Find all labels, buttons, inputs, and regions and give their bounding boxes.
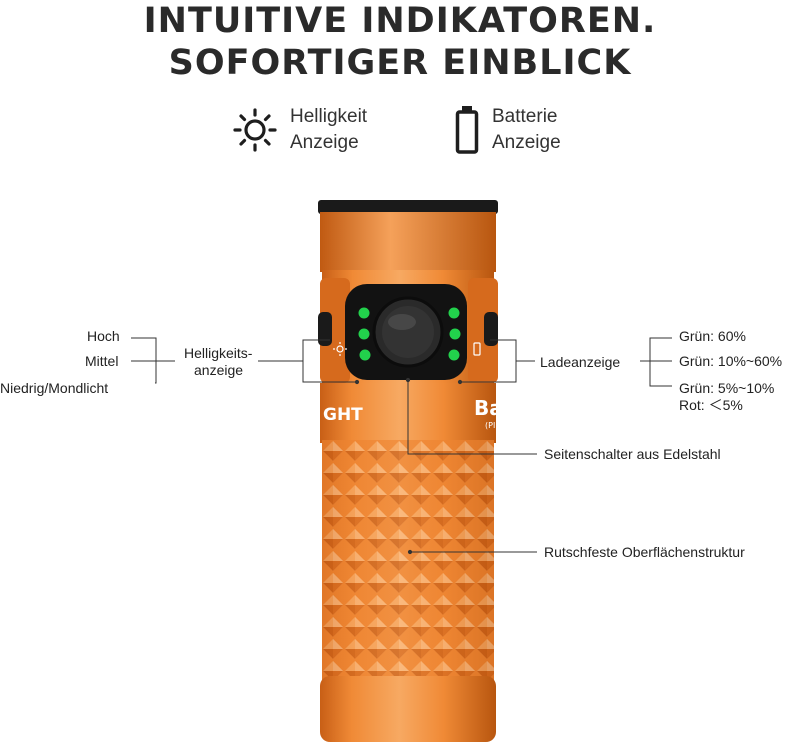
label-texture: Rutschfeste Oberflächenstruktur bbox=[544, 544, 745, 560]
sun-icon bbox=[233, 108, 277, 152]
headline-line-2: SOFORTIGER EINBLICK bbox=[168, 43, 632, 83]
flashlight bbox=[318, 200, 498, 742]
label-brightness-indicator-1: Helligkeits- bbox=[184, 345, 253, 361]
model-sub: (PI bbox=[485, 421, 495, 430]
right-callout-lines bbox=[405, 337, 672, 555]
label-charge-indicator: Ladeanzeige bbox=[540, 354, 621, 370]
label-medium: Mittel bbox=[85, 353, 119, 369]
model-fragment: Ba bbox=[474, 396, 503, 420]
label-low: Niedrig/Mondlicht bbox=[0, 380, 109, 396]
label-red-5: Rot: ＜5% bbox=[679, 397, 743, 413]
brightness-leds bbox=[358, 307, 371, 361]
battery-leds bbox=[448, 307, 461, 361]
label-high: Hoch bbox=[87, 328, 120, 344]
legend-battery-line-1: Batterie bbox=[492, 106, 558, 127]
label-brightness-indicator-2: anzeige bbox=[194, 362, 244, 378]
legend-brightness-line-1: Helligkeit bbox=[290, 106, 368, 127]
label-green-60: Grün: 60% bbox=[679, 328, 746, 344]
label-green-10-60: Grün: 10%~60% bbox=[679, 353, 783, 369]
brand-fragment: GHT bbox=[323, 405, 363, 425]
left-callout-lines bbox=[131, 337, 360, 385]
battery-icon bbox=[455, 106, 479, 154]
small-sun-glyph bbox=[333, 342, 347, 356]
label-green-5-10: Grün: 5%~10% bbox=[679, 380, 775, 396]
legend-battery-line-2: Anzeige bbox=[492, 132, 561, 153]
label-side-switch: Seitenschalter aus Edelstahl bbox=[544, 446, 721, 462]
headline-line-1: INTUITIVE INDIKATOREN. bbox=[143, 1, 657, 41]
small-battery-glyph bbox=[473, 342, 481, 356]
legend-brightness-line-2: Anzeige bbox=[290, 132, 359, 153]
